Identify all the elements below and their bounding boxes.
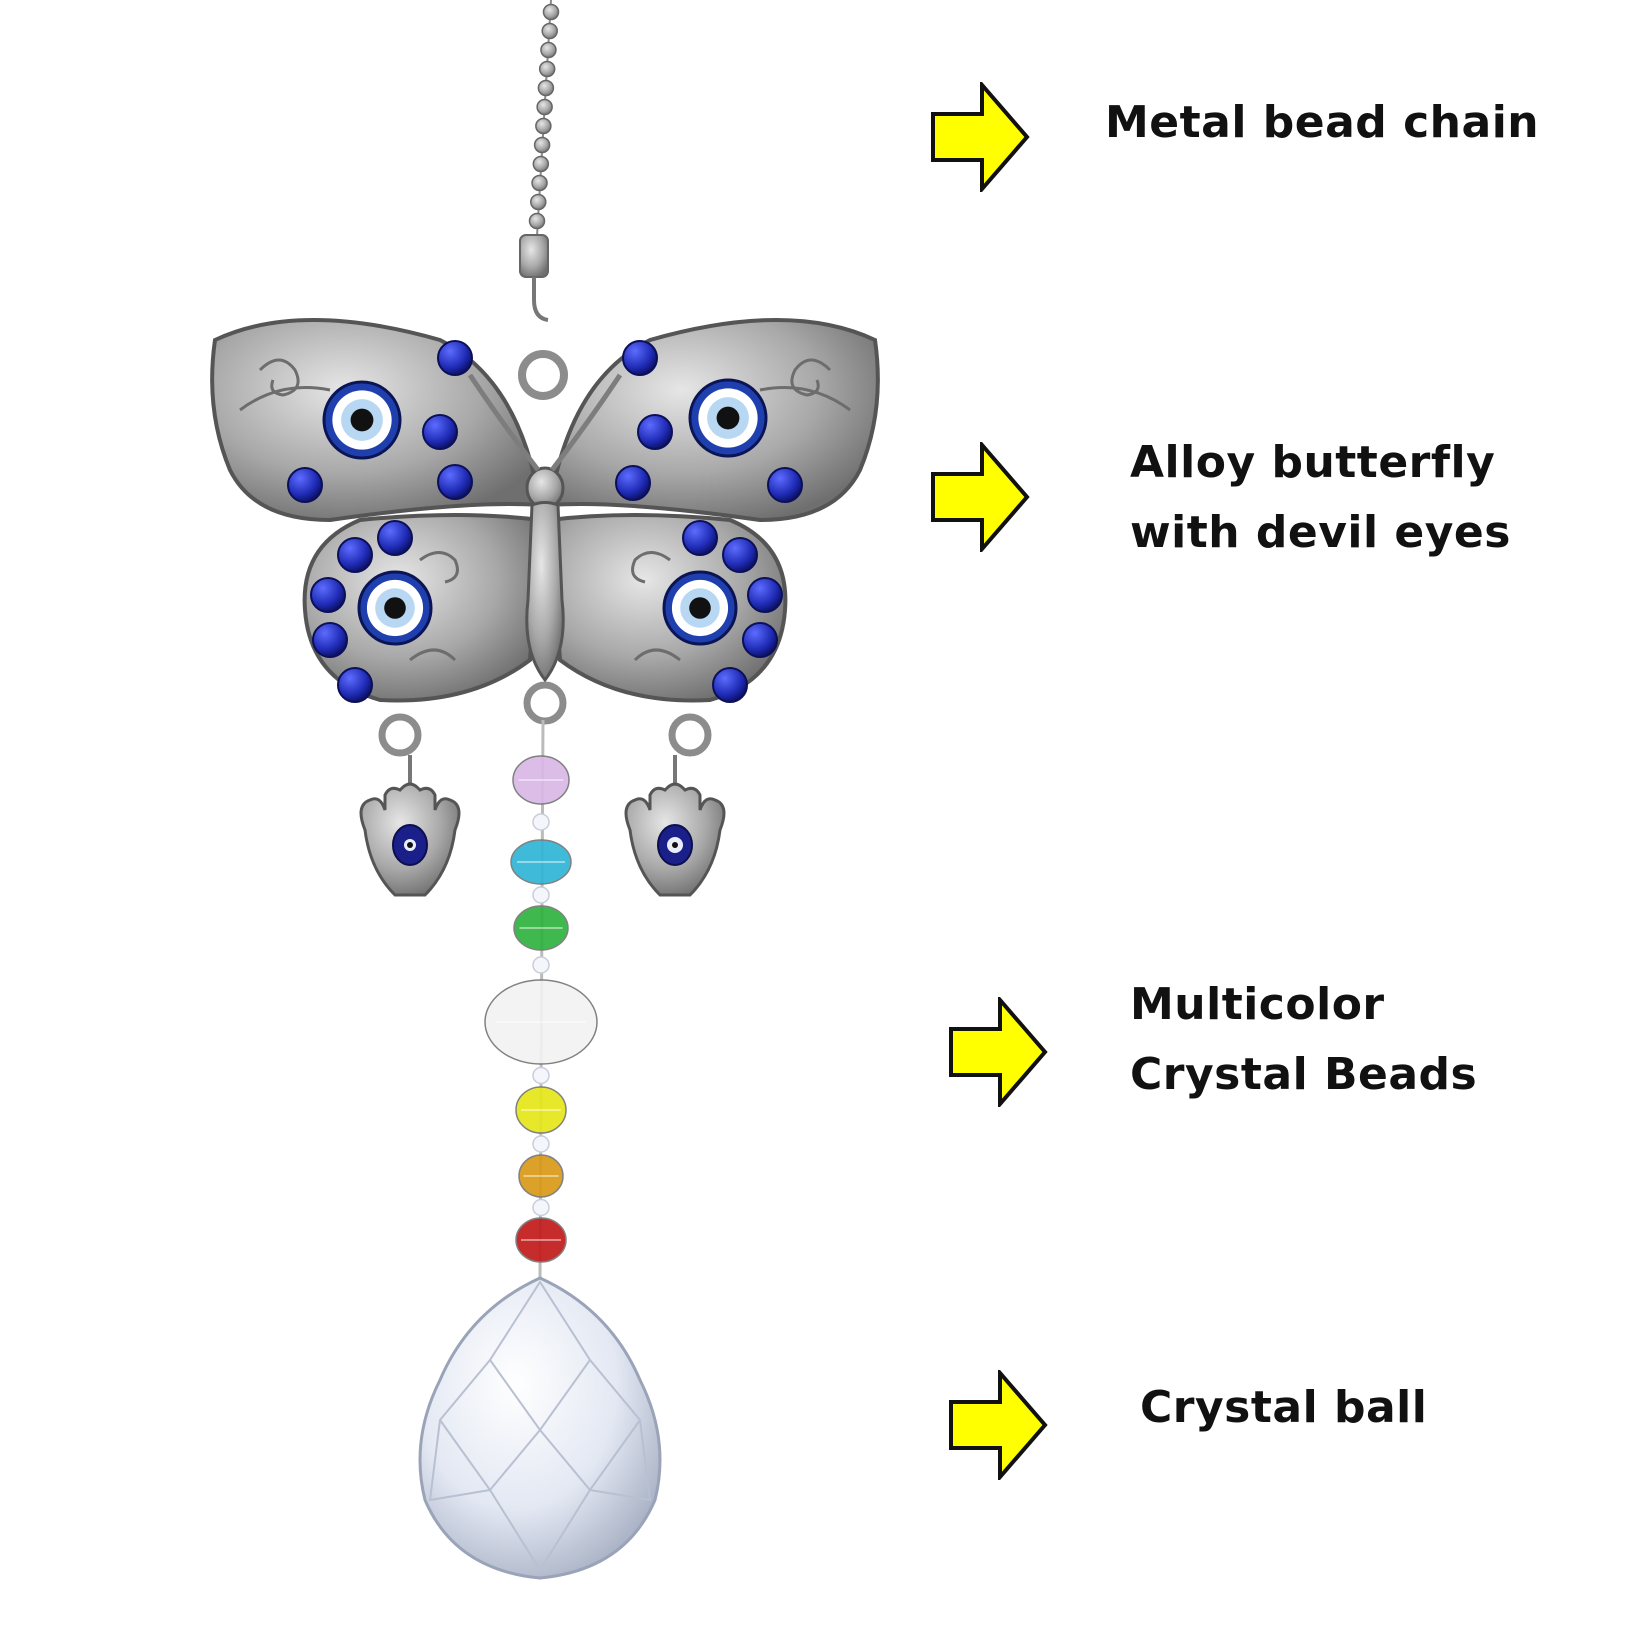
blue-gem xyxy=(682,520,718,556)
callout-label: Multicolor Crystal Beads xyxy=(1130,979,1478,1100)
arrow-right-icon xyxy=(949,1370,1048,1480)
chain-bead xyxy=(532,155,550,173)
hamsa-charm-right xyxy=(624,755,726,897)
spacer-bead xyxy=(532,1198,550,1217)
evil-eye xyxy=(322,380,402,460)
blue-gem xyxy=(312,622,348,658)
chain-bead xyxy=(542,3,560,21)
blue-gem xyxy=(742,622,778,658)
chain-bead xyxy=(541,22,558,40)
blue-gem xyxy=(747,577,783,613)
blue-gem xyxy=(712,667,748,703)
callout-label: Alloy butterfly with devil eyes xyxy=(1130,437,1511,558)
evil-eye xyxy=(662,570,738,646)
spacer-bead xyxy=(532,1135,550,1153)
blue-gem xyxy=(722,537,758,573)
chain-bead xyxy=(533,136,551,154)
blue-gem xyxy=(767,467,803,503)
bead-chain xyxy=(519,0,560,322)
spacer-bead xyxy=(532,1066,550,1085)
spacer-bead xyxy=(532,956,550,974)
blue-gem xyxy=(622,340,658,376)
chain-bead xyxy=(537,79,555,97)
spacer-bead xyxy=(532,886,550,904)
evil-eye xyxy=(357,570,433,646)
callout-label: Crystal ball xyxy=(1140,1382,1428,1433)
blue-gem xyxy=(377,520,413,556)
blue-gem xyxy=(422,414,458,450)
chain-bead xyxy=(538,60,556,78)
blue-gem xyxy=(287,467,323,503)
evil-eye xyxy=(688,378,768,458)
spacer-bead xyxy=(532,813,550,831)
chain-bead xyxy=(540,41,557,59)
blue-gem xyxy=(615,465,651,501)
multicolor-crystal-beads xyxy=(484,719,598,1281)
crystal-ball xyxy=(418,1276,662,1580)
callout-label: Metal bead chain xyxy=(1105,97,1540,148)
chain-bead xyxy=(528,212,546,230)
alloy-butterfly xyxy=(210,318,880,757)
chain-bead xyxy=(536,98,553,116)
arrow-right-icon xyxy=(931,82,1030,192)
chain-bead xyxy=(535,117,552,135)
blue-gem xyxy=(637,414,673,450)
blue-gem xyxy=(310,577,346,613)
arrow-right-icon xyxy=(931,442,1030,552)
blue-gem xyxy=(437,340,473,376)
hamsa-charm-left xyxy=(359,755,461,897)
arrow-right-icon xyxy=(949,997,1048,1107)
chain-bead xyxy=(530,193,547,211)
blue-gem xyxy=(437,464,473,500)
blue-gem xyxy=(337,667,373,703)
blue-gem xyxy=(337,537,373,573)
chain-bead xyxy=(531,174,548,192)
